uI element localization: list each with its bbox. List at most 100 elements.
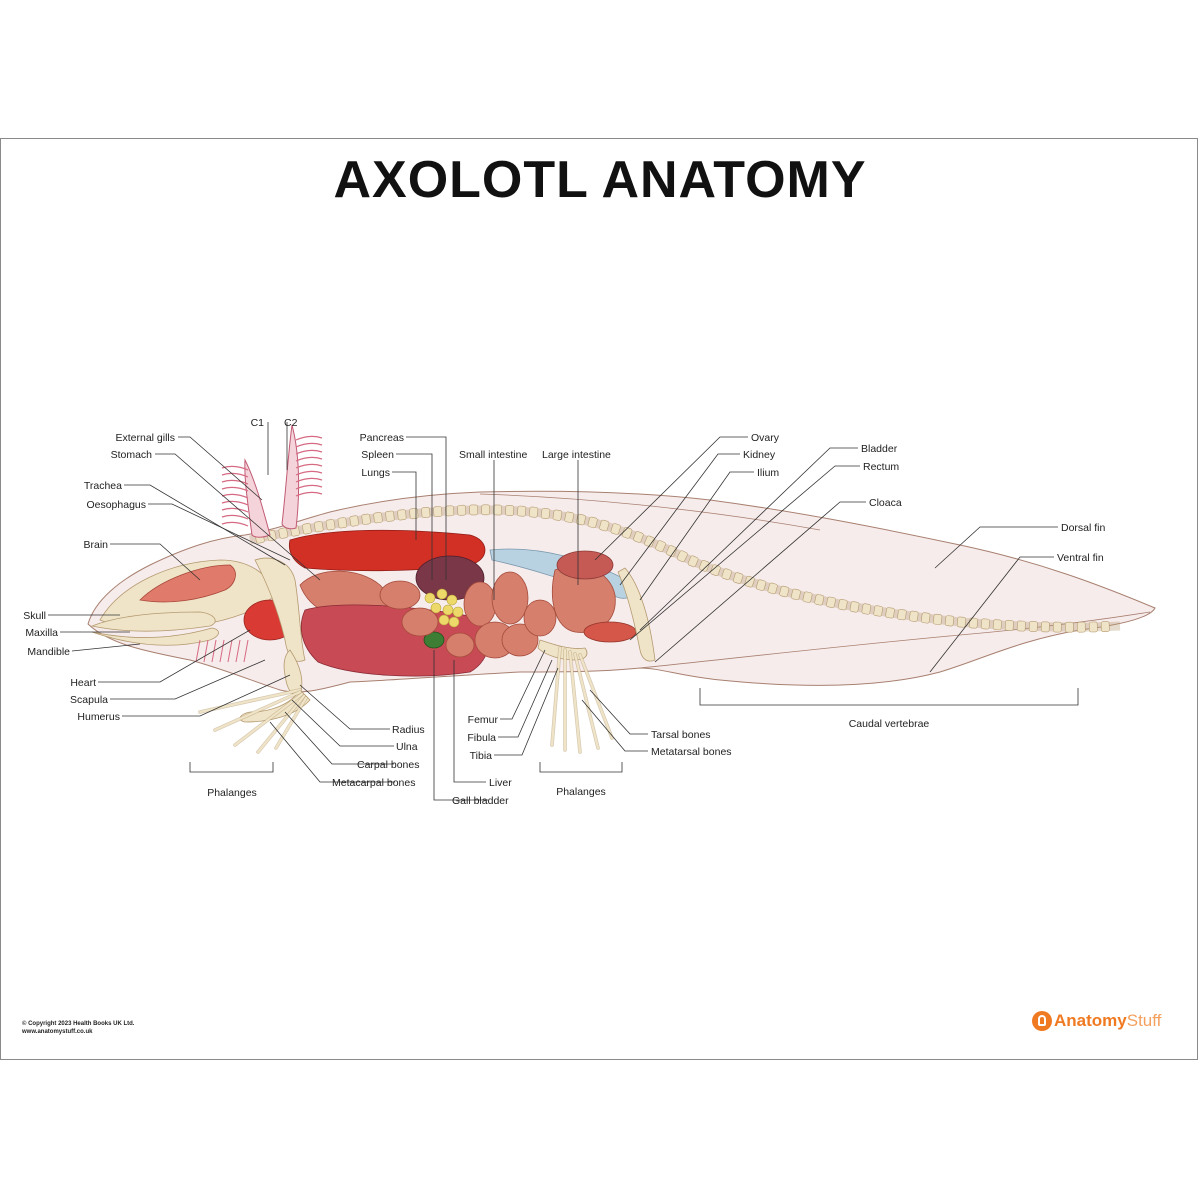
vertebra — [505, 505, 515, 516]
vertebra — [1064, 621, 1074, 633]
label-metacarpal-bones: Metacarpal bones — [332, 777, 415, 789]
vertebra — [621, 527, 633, 539]
gill-frond — [295, 470, 323, 476]
toe-bone-core — [550, 646, 562, 747]
label-trachea: Trachea — [84, 480, 122, 492]
vertebra — [445, 505, 455, 517]
vertebra — [837, 599, 848, 611]
ilium-bone — [617, 567, 656, 662]
vertebra — [397, 509, 407, 521]
leader-lines — [48, 422, 1058, 801]
label-small-intestine: Small intestine — [459, 449, 527, 461]
label-gall-bladder: Gall bladder — [452, 795, 509, 807]
mandible-bone — [91, 627, 219, 646]
label-ulna: Ulna — [396, 741, 418, 753]
label-dorsal-fin: Dorsal fin — [1061, 522, 1106, 534]
gill-c2 — [281, 424, 300, 530]
vertebra — [385, 510, 395, 522]
pancreas-lobule — [436, 588, 448, 600]
phalanges-rear-bracket — [539, 762, 623, 773]
finger-bone-core — [213, 690, 302, 732]
vertebra — [909, 610, 919, 622]
intestine-loop — [401, 607, 439, 637]
vertebra — [564, 511, 575, 523]
label-phalanges-rear: Phalanges — [556, 786, 606, 798]
label-heart: Heart — [70, 677, 96, 689]
vertebra — [897, 609, 907, 621]
small-intestine-organ — [379, 571, 557, 659]
vertebra — [540, 507, 551, 520]
label-mandible: Mandible — [27, 646, 70, 658]
vertebra — [676, 550, 688, 563]
label-large-intestine: Large intestine — [542, 449, 611, 461]
brain-organ — [139, 564, 236, 603]
phalanges-front-bracket — [189, 762, 274, 773]
logo-wordmark: AnatomyStuff — [1054, 1011, 1161, 1031]
pancreas-lobule — [424, 592, 436, 604]
vertebra — [1028, 621, 1038, 632]
poster-title: AXOLOTL ANATOMY — [333, 151, 867, 209]
label-phalanges-front: Phalanges — [207, 787, 257, 799]
vertebra — [529, 506, 539, 518]
gill-frond — [221, 479, 249, 485]
ovary-organ — [556, 550, 614, 580]
toe-bone-core — [573, 652, 600, 750]
vertebra — [517, 505, 527, 517]
lower-gill-frond — [227, 639, 233, 663]
vertebra — [361, 513, 371, 525]
vertebra — [666, 545, 677, 557]
gill-frond — [295, 442, 323, 448]
vertebra — [873, 605, 883, 617]
vertebra — [469, 504, 479, 516]
lower-gill-frond — [243, 639, 249, 663]
vertebra — [921, 612, 931, 624]
label-lungs: Lungs — [361, 467, 390, 479]
vertebra — [457, 504, 467, 516]
copyright-notice: © Copyright 2023 Health Books UK Ltd. ww… — [22, 1020, 134, 1036]
vertebra — [767, 582, 778, 595]
anatomy-logo-icon — [1032, 1011, 1052, 1031]
vertebra — [325, 519, 336, 531]
gill-frond — [295, 449, 323, 455]
vertebra — [481, 504, 490, 516]
vertebra — [756, 579, 767, 591]
vertebra — [313, 521, 324, 533]
labels: External gills Stomach Trachea Oesophagu… — [23, 417, 1105, 807]
label-stomach: Stomach — [111, 449, 153, 461]
vertebra — [421, 507, 431, 519]
vertebra — [1004, 620, 1014, 631]
vertebra — [744, 575, 755, 588]
vertebra — [956, 616, 966, 628]
vertebra — [779, 585, 790, 598]
intestine-loop — [379, 580, 421, 610]
vertebra — [932, 613, 943, 625]
dorsal-fin-edge — [479, 493, 821, 531]
finger-bone-core — [274, 696, 308, 750]
vertebra — [337, 517, 348, 529]
gill-frond — [221, 472, 249, 478]
brackets — [189, 688, 1079, 773]
vertebra — [610, 523, 621, 535]
gill-frond — [295, 491, 323, 497]
label-ilium: Ilium — [757, 467, 779, 479]
gill-frond — [221, 493, 249, 499]
gill-frond — [221, 486, 249, 492]
pancreas-organ — [424, 588, 464, 628]
vertebra — [633, 531, 644, 543]
vertebra — [992, 619, 1002, 631]
intestine-loop — [523, 599, 557, 637]
vertebra — [409, 508, 419, 520]
label-carpal-bones: Carpal bones — [357, 759, 419, 771]
lower-gill-frond — [219, 639, 225, 663]
toe-bone-core — [568, 650, 582, 754]
label-metatarsal-bones: Metatarsal bones — [651, 746, 732, 758]
vertebra — [721, 568, 732, 581]
label-humerus: Humerus — [77, 711, 120, 723]
label-scapula: Scapula — [70, 694, 108, 706]
vertebra — [552, 509, 563, 521]
gill-frond — [221, 465, 249, 471]
vertebra — [655, 540, 666, 552]
label-maxilla: Maxilla — [25, 627, 58, 639]
vertebra — [302, 523, 312, 535]
